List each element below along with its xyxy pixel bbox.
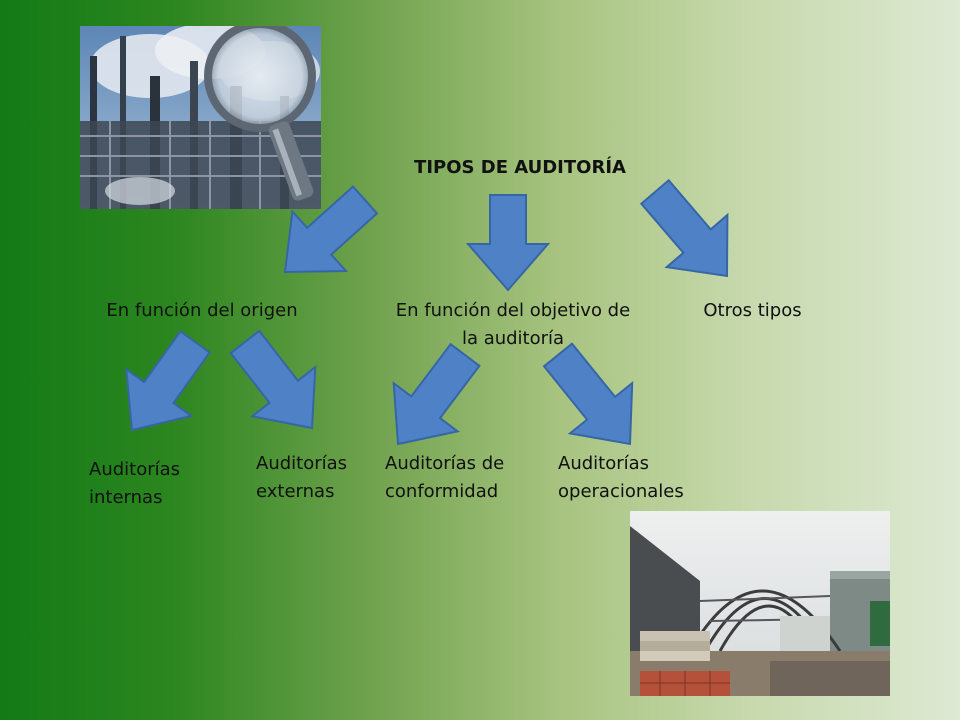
diagram-title: TIPOS DE AUDITORÍA [414, 157, 626, 178]
arrow-origin-to-external [229, 329, 317, 430]
arrow-title-to-origin [283, 185, 379, 274]
branch-objective-label: En función del objetivo de la auditoría [395, 300, 631, 349]
damaged-greenhouse-photo [630, 511, 890, 696]
arrow-origin-to-internal [125, 330, 211, 432]
arrow-title-to-other [639, 178, 729, 278]
leaf-conformity-audits: Auditorías de conformidad [385, 453, 505, 502]
arrow-objective-to-conformity [392, 342, 481, 446]
leaf-operational-audits: Auditorías operacionales [558, 453, 684, 502]
leaf-external-audits: Auditorías externas [256, 453, 348, 502]
arrow-title-to-objective [465, 194, 551, 292]
branch-other-label: Otros tipos [703, 300, 802, 321]
refinery-magnifier-photo [80, 26, 321, 209]
branch-origin-label: En función del origen [106, 300, 298, 321]
leaf-internal-audits: Auditorías internas [89, 459, 181, 508]
arrow-objective-to-operational [542, 342, 634, 446]
